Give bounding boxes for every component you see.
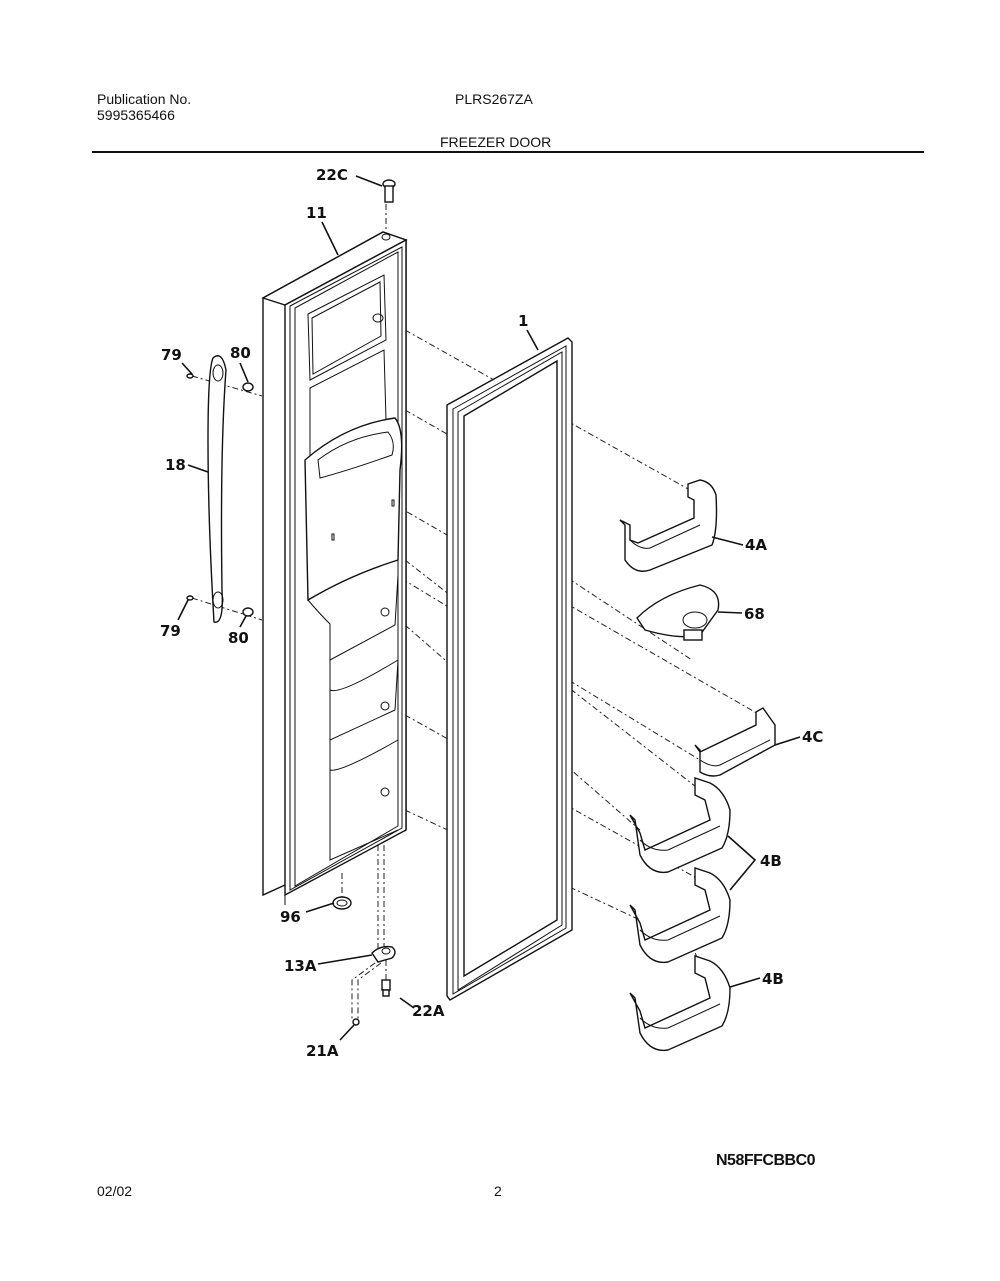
door-bin-4b-part-3 xyxy=(629,955,731,1052)
section-title: FREEZER DOOR xyxy=(440,134,552,150)
callout-80-bottom: 80 xyxy=(228,629,249,647)
callout-79-top: 79 xyxy=(161,346,182,364)
bottom-hinge-parts xyxy=(332,896,396,1026)
model-number: PLRS267ZA xyxy=(455,91,533,107)
callout-11: 11 xyxy=(306,204,327,222)
page-number: 2 xyxy=(494,1183,502,1199)
door-handle-part xyxy=(207,355,227,623)
callout-96: 96 xyxy=(280,908,301,926)
callout-labels: 22C 11 1 79 80 18 79 80 4A 68 4C 4B 4B 9… xyxy=(160,166,823,1060)
callout-18: 18 xyxy=(165,456,186,474)
callout-13a: 13A xyxy=(284,957,317,975)
door-gasket-part xyxy=(446,337,573,1001)
handle-fasteners xyxy=(186,373,254,617)
leader-lines xyxy=(177,175,801,1041)
callout-4c: 4C xyxy=(802,728,823,746)
freezer-door-part xyxy=(261,231,408,905)
publication-label: Publication No. xyxy=(97,91,192,107)
hinge-pin-22a xyxy=(381,979,391,991)
door-bin-4b-part-2 xyxy=(629,867,731,964)
hinge-bushing-part xyxy=(382,179,396,203)
callout-4a: 4A xyxy=(745,536,767,554)
callout-1: 1 xyxy=(518,312,528,330)
ice-funnel-68-part xyxy=(636,584,720,641)
publication-number: 5995365466 xyxy=(97,107,175,123)
callout-22a: 22A xyxy=(412,1002,445,1020)
callout-4b-single: 4B xyxy=(762,970,784,988)
callout-79-bottom: 79 xyxy=(160,622,181,640)
door-bin-4a-part xyxy=(619,479,718,572)
door-bin-4c-part xyxy=(694,707,776,777)
callout-22c: 22C xyxy=(316,166,348,184)
callout-80-top: 80 xyxy=(230,344,251,362)
footer-date: 02/02 xyxy=(97,1183,133,1199)
hinge-bracket-13a xyxy=(371,945,396,963)
screw-21a xyxy=(352,1018,360,1026)
door-bin-4b-part-1 xyxy=(629,777,731,874)
callout-4b-pair: 4B xyxy=(760,852,782,870)
header-rule xyxy=(92,151,924,153)
callout-68: 68 xyxy=(744,605,765,623)
diagram-code: N58FFCBBC0 xyxy=(716,1152,816,1169)
bushing-96 xyxy=(332,896,352,910)
callout-21a: 21A xyxy=(306,1042,339,1060)
